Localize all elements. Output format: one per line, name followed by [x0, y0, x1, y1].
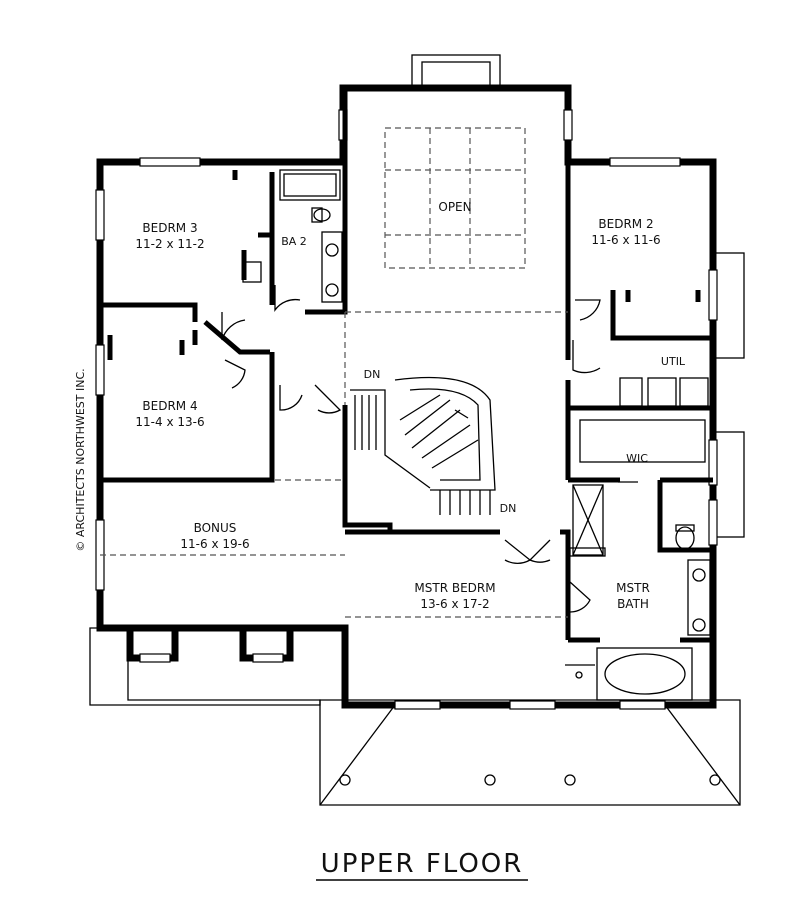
- stair-dn-top: DN: [364, 368, 381, 381]
- room-size-bedrm3: 11-2 x 11-2: [135, 237, 204, 251]
- room-name-mstr-bedrm: MSTR BEDRM: [414, 581, 495, 595]
- room-name-bedrm2: BEDRM 2: [598, 217, 653, 231]
- exterior-walls: [96, 84, 717, 709]
- room-name-ba2: BA 2: [281, 235, 307, 248]
- room-size-bonus: 11-6 x 19-6: [180, 537, 249, 551]
- room-name-util: UTIL: [661, 355, 686, 368]
- room-name-wic: WIC: [626, 452, 648, 465]
- room-name-open: OPEN: [438, 200, 471, 214]
- room-size-bedrm2: 11-6 x 11-6: [591, 233, 660, 247]
- staircase: [350, 376, 496, 515]
- room-size-bedrm4: 11-4 x 13-6: [135, 415, 204, 429]
- dashed-lines: [100, 127, 568, 618]
- copyright-text: © ARCHITECTS NORTHWEST INC.: [74, 368, 87, 551]
- stair-dn-bottom: DN: [500, 502, 517, 515]
- room-name-bonus: BONUS: [194, 521, 237, 535]
- room-size-mstr-bedrm: 13-6 x 17-2: [420, 597, 489, 611]
- room-name-mstr-bath-2: BATH: [617, 597, 649, 611]
- plan-title: UPPER FLOOR: [321, 849, 524, 879]
- interior-walls: [100, 88, 713, 643]
- door-swings: [221, 285, 638, 613]
- roof-outlines: [89, 54, 745, 806]
- room-name-bedrm3: BEDRM 3: [142, 221, 197, 235]
- fixtures: [242, 169, 711, 701]
- room-name-bedrm4: BEDRM 4: [142, 399, 197, 413]
- room-name-mstr-bath-1: MSTR: [616, 581, 650, 595]
- windows: [95, 109, 718, 710]
